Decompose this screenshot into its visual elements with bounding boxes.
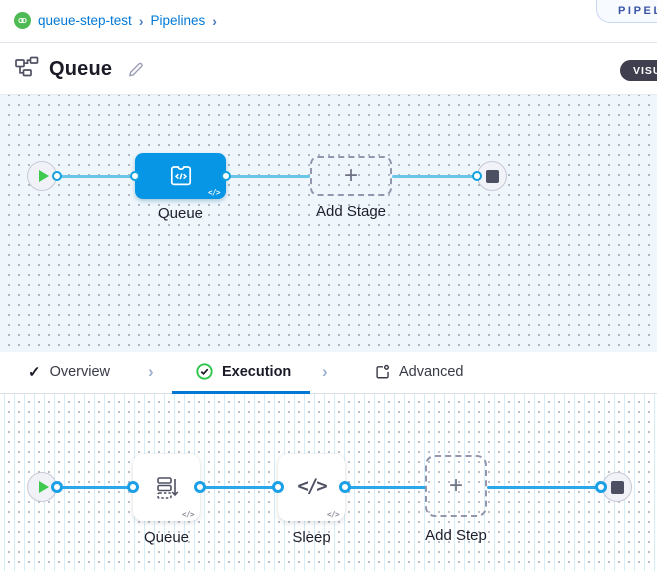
chevron-right-icon: › [212, 13, 217, 29]
edge-stage-to-addstage [226, 175, 310, 178]
connector-port[interactable] [51, 481, 63, 493]
stop-icon [485, 169, 499, 183]
connector-port[interactable] [595, 481, 607, 493]
title-group: Queue [14, 56, 145, 82]
edge-addstep-to-end [487, 486, 603, 489]
stage-node-queue[interactable]: </> [135, 153, 226, 199]
queue-step-icon [156, 476, 172, 484]
breadcrumb-project-link[interactable]: queue-step-test [38, 13, 132, 28]
visual-toggle-label: VISUAL [633, 64, 657, 77]
connector-port[interactable] [194, 481, 206, 493]
breadcrumb: queue-step-test › Pipelines › [14, 12, 217, 29]
yaml-snippet-icon: </> [181, 510, 195, 519]
sleep-step-icon: </> [297, 474, 327, 497]
project-icon [14, 12, 31, 29]
page-title: Queue [49, 57, 113, 80]
play-icon [38, 481, 49, 493]
chevron-right-icon: › [138, 13, 144, 29]
stage-node-label: Queue [157, 205, 204, 222]
stage-graph-canvas[interactable]: </> Queue + Add Stage [0, 95, 657, 352]
connector-port[interactable] [127, 481, 139, 493]
connector-port[interactable] [52, 171, 62, 181]
breadcrumb-bar: queue-step-test › Pipelines › PIPELINE [0, 0, 657, 43]
check-icon: ✓ [28, 363, 41, 381]
tab-advanced[interactable]: Advanced [374, 352, 464, 391]
stage-config-tabs: ✓ Overview › Execution › Advanced [0, 352, 657, 394]
play-icon [38, 170, 49, 182]
pipeline-icon [14, 56, 39, 82]
chevron-right-icon: › [148, 362, 154, 381]
connector-port[interactable] [130, 171, 140, 181]
tab-execution[interactable]: Execution [196, 352, 291, 391]
breadcrumb-pipelines-link[interactable]: Pipelines [150, 13, 206, 28]
edge-addstage-to-end [392, 175, 477, 178]
yaml-snippet-icon: </> [326, 510, 340, 519]
edge-queue-to-sleep [200, 486, 280, 489]
tab-overview[interactable]: ✓ Overview [28, 352, 110, 391]
active-tab-underline [172, 391, 310, 394]
step-node-label: Queue [143, 529, 190, 546]
check-circle-icon [196, 363, 213, 380]
step-node-label: Sleep [292, 529, 331, 546]
yaml-snippet-icon: </> [207, 188, 221, 197]
title-bar: Queue VISUAL [0, 43, 657, 95]
plus-icon: + [448, 472, 463, 499]
tab-execution-label: Execution [222, 363, 292, 380]
custom-stage-icon [170, 166, 191, 186]
connector-port[interactable] [339, 481, 351, 493]
tab-overview-label: Overview [49, 363, 111, 380]
add-stage-label: Add Stage [315, 203, 387, 220]
visual-yaml-toggle[interactable]: VISUAL [620, 60, 657, 81]
step-node-queue[interactable]: </> [133, 454, 200, 521]
plus-icon: + [343, 162, 358, 189]
chevron-right-icon: › [322, 362, 328, 381]
edge-sleep-to-addstep [345, 486, 427, 489]
pipeline-studio-tag: PIPELINE [596, 0, 657, 23]
advanced-gear-icon [374, 364, 390, 380]
connector-port[interactable] [472, 171, 482, 181]
execution-end-node[interactable] [602, 472, 632, 502]
edit-pencil-icon[interactable] [126, 60, 145, 79]
tab-advanced-label: Advanced [399, 363, 464, 380]
add-step-label: Add Step [425, 527, 487, 544]
step-node-sleep[interactable]: </> </> [278, 454, 345, 521]
edge-start-to-queue [57, 486, 135, 489]
add-step-button[interactable]: + [425, 455, 487, 517]
connector-port[interactable] [221, 171, 231, 181]
stop-icon [610, 480, 624, 494]
add-stage-button[interactable]: + [310, 156, 392, 196]
execution-graph-canvas[interactable]: </> Queue </> </> Sleep + Add Step [0, 394, 657, 571]
connector-port[interactable] [272, 481, 284, 493]
edge-start-to-stage [57, 175, 137, 178]
pipeline-studio-tag-label: PIPELINE [618, 5, 657, 17]
